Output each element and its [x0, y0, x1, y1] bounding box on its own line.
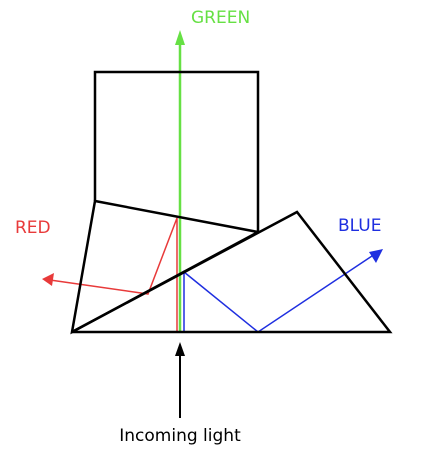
blue-arrowhead: [369, 249, 383, 263]
blue-light-path: [183, 249, 383, 333]
top-prism-outline: [93, 70, 260, 232]
green-label: GREEN: [191, 8, 250, 28]
red-arrowhead: [42, 273, 54, 286]
left-prism-outline: [70, 199, 262, 335]
green-arrowhead: [175, 30, 185, 45]
red-light-path: [42, 217, 178, 332]
red-beam: [49, 217, 178, 332]
incoming-arrowhead: [175, 342, 185, 356]
green-light-path: [175, 30, 185, 332]
incoming-light-label: Incoming light: [119, 426, 241, 446]
blue-label: BLUE: [338, 216, 381, 236]
red-label: RED: [15, 218, 51, 238]
incoming-light-arrow: [175, 342, 185, 418]
right-prism-outline: [71, 210, 393, 334]
blue-beam: [183, 253, 376, 333]
prism-assembly: [70, 70, 393, 335]
